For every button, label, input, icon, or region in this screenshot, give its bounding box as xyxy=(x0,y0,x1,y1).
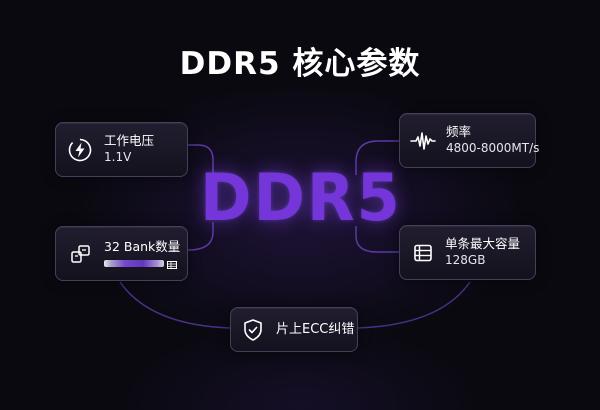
link-capacity xyxy=(355,226,399,253)
list-icon xyxy=(408,238,438,268)
center-label: DDR5 xyxy=(200,159,402,236)
voltage-label: 工作电压 xyxy=(104,133,155,148)
grid-icon xyxy=(167,254,177,273)
link-frequency xyxy=(355,140,399,175)
bank-bar xyxy=(104,260,164,267)
node-capacity: 单条最大容量 128GB xyxy=(399,225,536,280)
voltage-value: 1.1V xyxy=(104,150,132,164)
capacity-value: 128GB xyxy=(445,253,486,267)
ecc-label: 片上ECC纠错 xyxy=(276,321,355,337)
frequency-value: 4800-8000MT/s xyxy=(446,141,540,155)
node-bank: 32 Bank数量 xyxy=(55,226,188,281)
node-voltage: 工作电压 1.1V xyxy=(55,122,188,177)
bank-indicator xyxy=(104,259,180,269)
waveform-icon xyxy=(408,126,438,156)
bank-label: 32 Bank数量 xyxy=(104,238,181,254)
capacity-label: 单条最大容量 xyxy=(445,236,521,251)
shield-check-icon xyxy=(238,315,268,345)
frequency-label: 频率 xyxy=(446,124,472,139)
link-ecc-left xyxy=(119,281,231,329)
lightning-icon xyxy=(65,135,95,165)
node-frequency: 频率 4800-8000MT/s xyxy=(399,113,540,168)
page-title: DDR5 核心参数 xyxy=(179,46,421,82)
stacked-squares-icon xyxy=(66,239,96,269)
link-bank xyxy=(187,222,214,251)
node-ecc: 片上ECC纠错 xyxy=(230,307,358,352)
link-ecc-right xyxy=(357,281,471,329)
link-voltage xyxy=(188,144,214,178)
